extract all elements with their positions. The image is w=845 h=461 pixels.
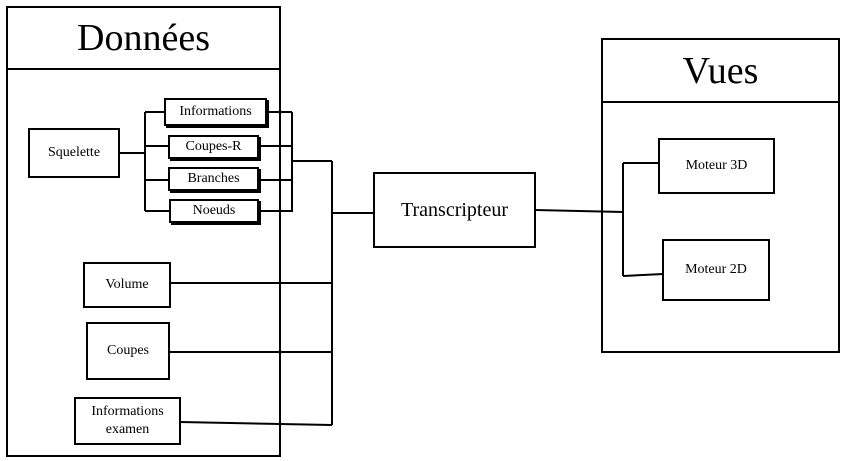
- transcripteur-box: Transcripteur: [373, 172, 536, 248]
- informations-examen-box: Informations examen: [74, 397, 181, 445]
- donnees-title-bar: Données: [8, 8, 279, 70]
- moteur-3d-box: Moteur 3D: [658, 138, 775, 194]
- branches-box: Branches: [168, 167, 259, 191]
- informations-box: Informations: [164, 98, 267, 126]
- coupes-r-label: Coupes-R: [185, 139, 242, 154]
- informations-examen-line2: examen: [105, 422, 150, 437]
- squelette-label: Squelette: [47, 145, 101, 160]
- volume-box: Volume: [83, 262, 171, 308]
- vues-title: Vues: [682, 49, 759, 92]
- moteur-2d-box: Moteur 2D: [662, 239, 770, 301]
- vues-container: Vues: [601, 38, 840, 353]
- noeuds-box: Noeuds: [169, 199, 259, 223]
- noeuds-label: Noeuds: [192, 203, 236, 218]
- coupes-label: Coupes: [107, 343, 149, 358]
- squelette-box: Squelette: [28, 128, 120, 178]
- volume-label: Volume: [105, 277, 149, 292]
- transcripteur-label: Transcripteur: [400, 198, 509, 221]
- vues-title-bar: Vues: [603, 40, 838, 103]
- moteur-2d-label: Moteur 2D: [685, 262, 747, 277]
- coupes-r-box: Coupes-R: [168, 135, 259, 159]
- coupes-box: Coupes: [86, 322, 170, 380]
- informations-label: Informations: [179, 104, 252, 119]
- branches-label: Branches: [187, 171, 240, 186]
- informations-examen-line1: Informations: [91, 404, 164, 419]
- donnees-container: Données: [6, 6, 281, 457]
- donnees-title: Données: [77, 17, 210, 59]
- moteur-3d-label: Moteur 3D: [685, 158, 748, 173]
